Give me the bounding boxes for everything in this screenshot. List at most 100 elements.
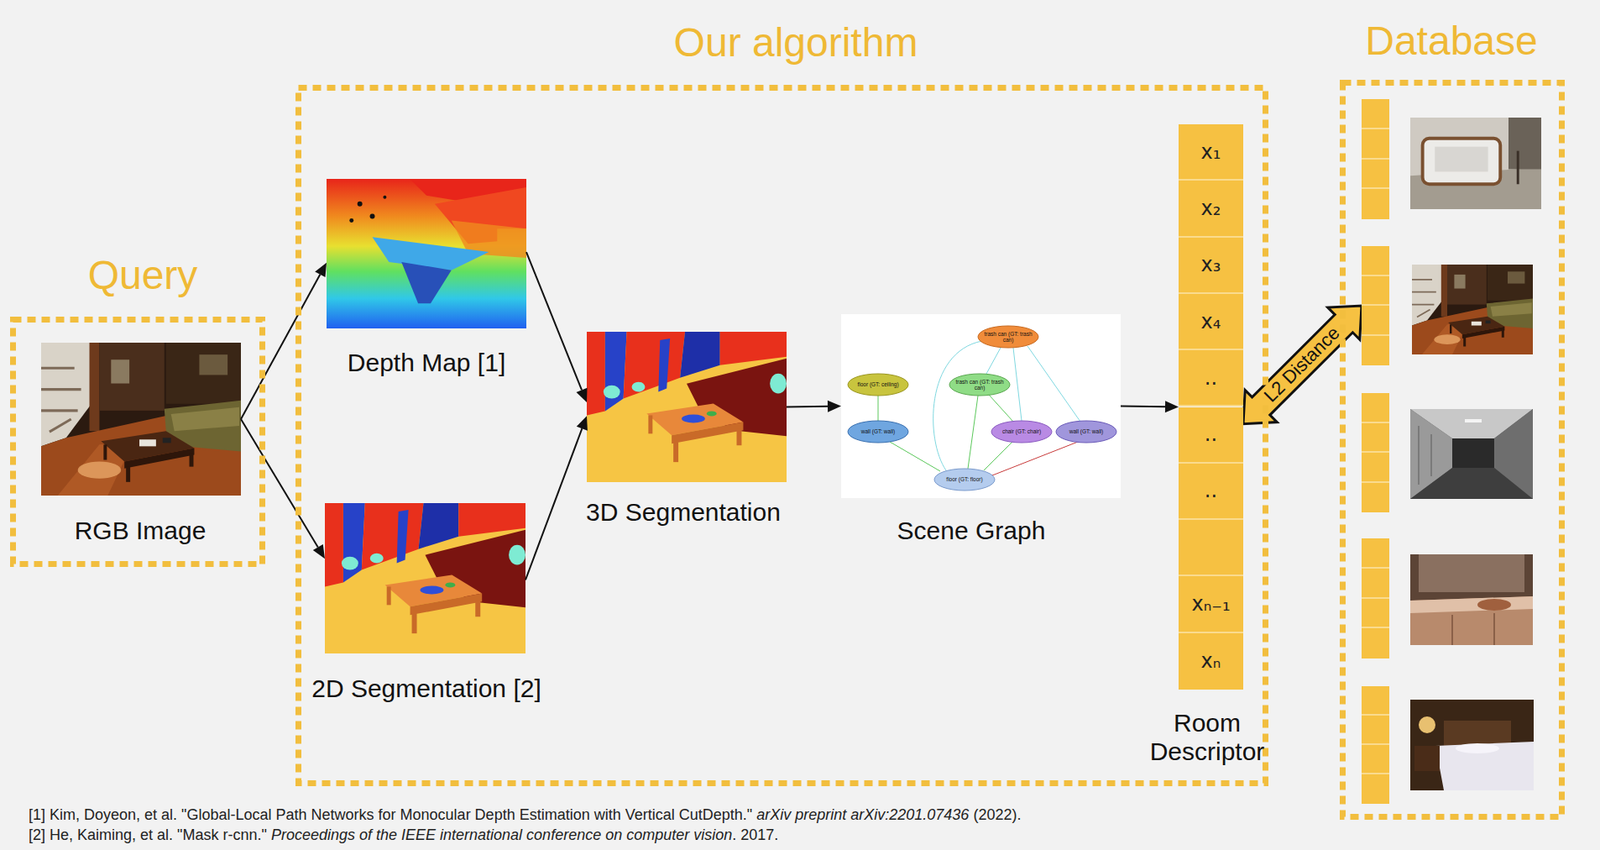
vector-cell [1361,744,1390,774]
vector-cell [1361,335,1390,367]
illustration-part [1516,151,1520,185]
illustration-part [878,395,879,421]
vector-cell [1361,773,1390,804]
graph-node-label: trash can (GT: trash can) [951,378,1008,392]
illustration-part [326,178,527,329]
database-group: Database [1339,79,1565,820]
arrow-head [576,387,588,403]
vector-entry: .. [1204,480,1218,501]
illustration-part [382,195,387,199]
connector [786,400,842,413]
vector-cell [1361,598,1390,629]
reference-line: [2] He, Kaiming, et al. "Mask r-cnn."Pro… [28,825,779,844]
vector-entry: xₙ [1201,650,1222,671]
algorithm-group: Our algorithmDepth Map [1]2D Segmentatio… [295,84,1269,786]
connector-line [786,405,828,408]
illustration-part [1410,554,1533,645]
vector-entry: xₙ₋₁ [1191,593,1230,614]
descriptor-caption: Room Descriptor [1145,708,1269,767]
vector-entry: .. [1204,423,1218,445]
vector-cell [1361,423,1390,454]
illustration-part [1443,720,1512,746]
illustration-part [1410,117,1542,210]
query-group: QueryRGB Image [10,316,266,567]
graph-node-label: wall (GT: wall) [850,428,906,435]
illustration-part [889,441,941,471]
illustration-part [1056,420,1117,443]
arrow-head [313,543,325,559]
connector [1243,305,1362,424]
illustration-part [1452,612,1495,645]
illustration-part [983,440,1014,471]
graph-node-label: floor (GT: ceiling) [850,381,906,388]
reference-note: [2] He, Kaiming, et al. "Mask r-cnn." [28,826,267,843]
vector-cell [1361,99,1390,130]
arrow-head [314,262,327,278]
vector-cell [1361,305,1390,336]
vector-cell: .. [1178,463,1244,520]
illustration-part [326,178,527,329]
edge-label: L2 Distance [1259,321,1345,408]
vector-bar [1361,538,1390,659]
picture-frame [586,331,787,482]
vector-entry: x₄ [1201,311,1222,332]
graph-node-label: floor (GT: floor) [936,475,993,483]
reference-note: (2022). [972,805,1021,823]
picture-frame [324,502,526,654]
reference-note: Proceedings of the IEEE international co… [271,826,733,843]
illustration-part [1410,699,1534,790]
reference-note: [1] Kim, Doyeon, et al. "Global-Local Pa… [28,805,753,823]
vector-bar [1361,392,1390,513]
illustration-part [1027,345,1081,422]
illustration-part [1434,146,1488,173]
graph-node-label: trash can (GT: trash can) [980,330,1036,344]
illustration-part [991,420,1052,443]
vector-column: x₁x₂x₃x₄......xₙ₋₁xₙ [1178,124,1244,690]
illustration-part [357,201,363,207]
image-node: 3D Segmentation [583,328,790,530]
illustration-part [1418,716,1436,733]
vector-cell: .. [1178,407,1244,464]
illustration-part [934,468,995,491]
illustration-part [988,394,1014,422]
illustration-part [41,342,241,496]
dashed-outline [298,88,1266,784]
vector-cell [1361,538,1390,569]
illustration-part [841,313,1121,498]
connector-line [525,428,582,580]
vector-cell [1361,276,1390,307]
connector-line [526,251,582,390]
vector-cell [1361,685,1390,716]
connector [240,262,327,419]
illustration-part [1410,408,1533,499]
illustration-part [949,373,1010,396]
vector-entry: x₃ [1201,254,1222,275]
vector-cell [1361,482,1390,513]
illustration-part [841,313,1121,498]
illustration-part [967,395,978,469]
illustration-part [1410,596,1533,613]
image-caption: 3D Segmentation [585,497,781,528]
arrow-head [576,415,588,431]
vector-cell: xₙ [1178,632,1244,690]
connector-line [240,418,319,548]
illustration-part [1422,138,1501,185]
image-caption: Scene Graph [897,516,1046,546]
illustration-part [1418,425,1432,485]
illustration-part [1435,741,1534,790]
vector-cell: .. [1178,350,1244,407]
picture-frame [326,178,527,329]
image-caption: Depth Map [1] [347,348,506,378]
illustration-part [977,325,1039,348]
vector-cell [1361,568,1390,599]
illustration-part [1410,596,1533,645]
illustration-part [1410,408,1533,499]
dashed-outline [1343,83,1563,817]
vector-bar [1361,245,1390,366]
vector-cell [1361,627,1390,659]
group-heading: Database [1364,17,1538,64]
illustration-part [586,331,787,482]
